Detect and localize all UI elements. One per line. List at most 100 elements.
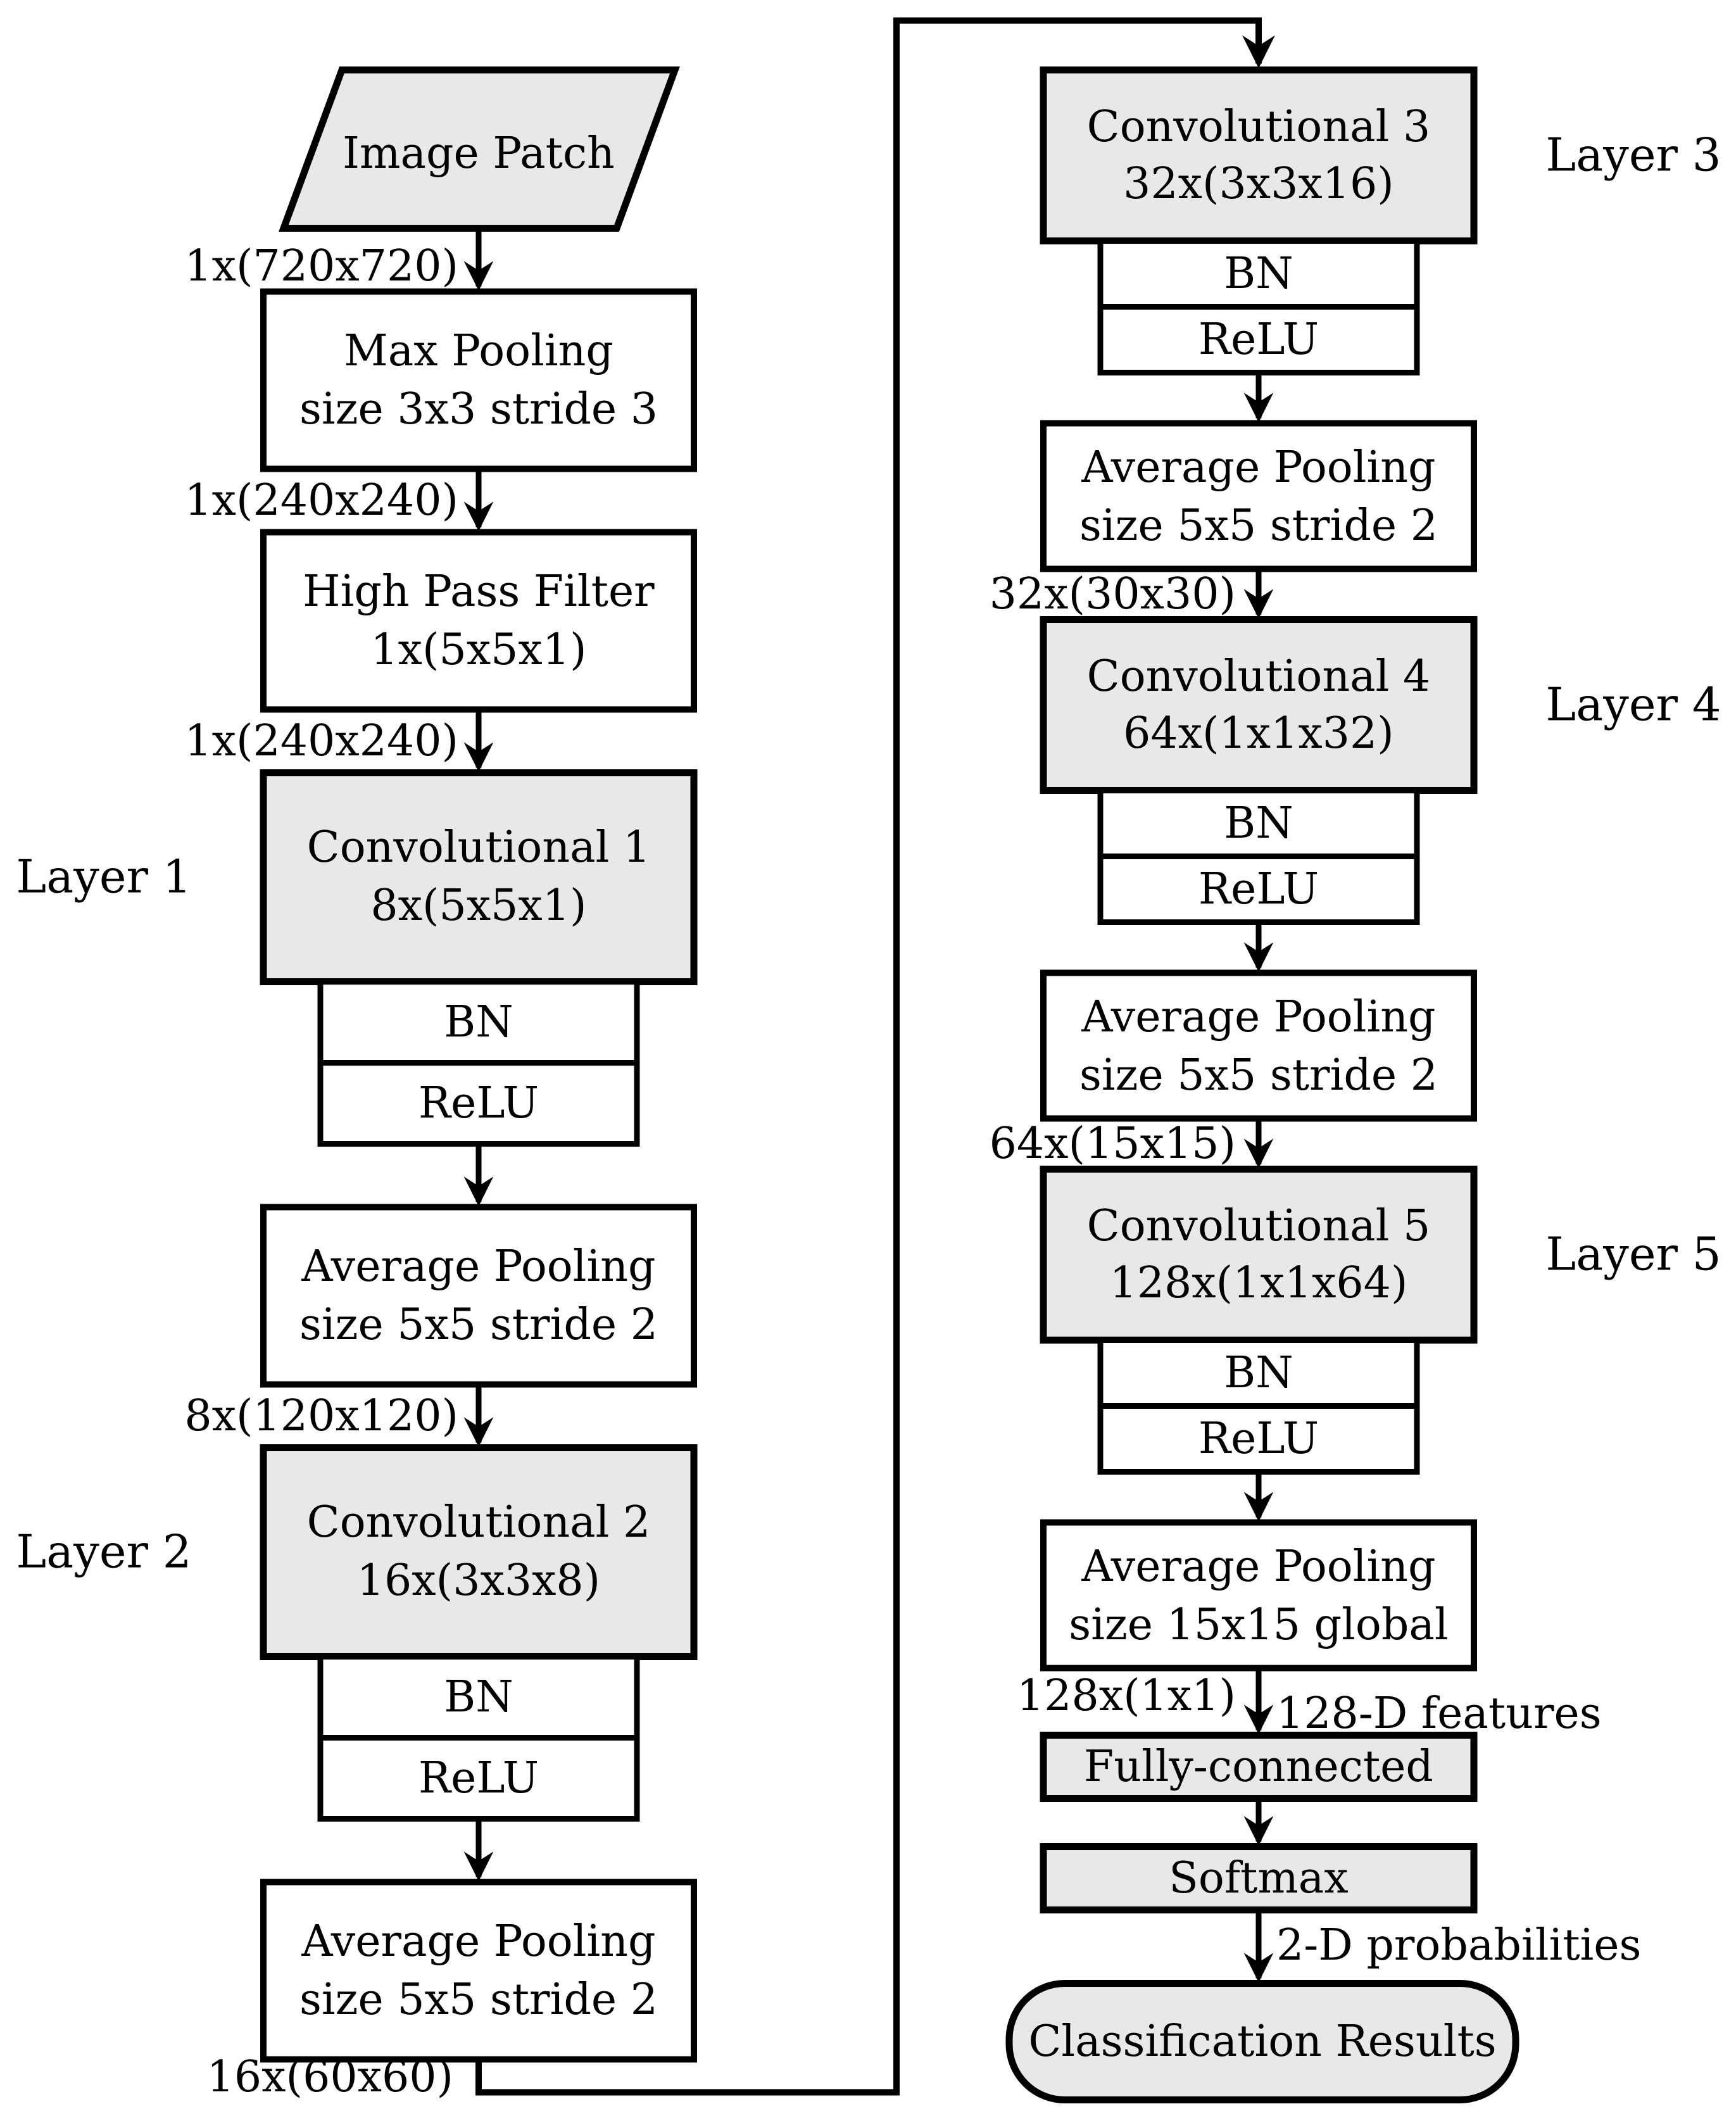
avg-pool-1-node: Average Pooling size 5x5 stride 2 (260, 1204, 697, 1388)
layer-4-label: Layer 4 (1545, 678, 1721, 731)
avg-pool-3-line1: Average Pooling (1081, 443, 1435, 493)
conv5-box (1040, 1166, 1478, 1344)
conv3-relu-box (1097, 304, 1420, 375)
max-pooling-box (260, 288, 697, 472)
avg-pool-3-line2: size 5x5 stride 2 (1079, 501, 1438, 551)
conv5-bn-node: BN (1097, 1337, 1420, 1409)
conv4-bn-label: BN (1224, 798, 1293, 848)
layer-2-label: Layer 2 (16, 1525, 191, 1578)
conv1-box (260, 769, 698, 985)
conv3-relu-node: ReLU (1097, 304, 1420, 375)
conv2-relu-label: ReLU (418, 1753, 539, 1803)
max-pooling-line2: size 3x3 stride 3 (299, 384, 658, 434)
conv1-line2: 8x(5x5x1) (370, 881, 586, 931)
conv1-bn-label: BN (444, 997, 513, 1047)
conv3-bn-node: BN (1097, 238, 1420, 310)
avg-pool-2-line2: size 5x5 stride 2 (299, 1975, 658, 2025)
conv3-line2: 32x(3x3x16) (1123, 159, 1394, 209)
conv5-line2: 128x(1x1x64) (1110, 1258, 1408, 1308)
conv3-line1: Convolutional 3 (1087, 102, 1431, 152)
edge-label-probabilities: 2-D probabilities (1276, 1920, 1641, 1970)
classification-results-label: Classification Results (1028, 2017, 1496, 2067)
softmax-label: Softmax (1169, 1853, 1348, 1903)
high-pass-filter-node: High Pass Filter 1x(5x5x1) (260, 529, 697, 713)
conv1-bn-node: BN (317, 979, 640, 1066)
conv5-node: Convolutional 5 128x(1x1x64) (1040, 1166, 1478, 1344)
conv4-line1: Convolutional 4 (1087, 652, 1431, 702)
edge-label-after-global-pool: 128x(1x1) (1017, 1671, 1236, 1721)
edge-label-after-maxpool: 1x(240x240) (184, 476, 458, 526)
conv4-line2: 64x(1x1x32) (1123, 709, 1394, 759)
conv4-node: Convolutional 4 64x(1x1x32) (1040, 616, 1478, 794)
conv3-bn-label: BN (1224, 249, 1293, 299)
avg-pool-1-line1: Average Pooling (301, 1242, 655, 1292)
avg-pool-4-node: Average Pooling size 5x5 stride 2 (1040, 969, 1477, 1122)
conv4-relu-label: ReLU (1198, 864, 1319, 914)
conv2-line2: 16x(3x3x8) (357, 1556, 600, 1606)
conv2-bn-node: BN (317, 1654, 640, 1741)
image-patch-label: Image Patch (343, 129, 615, 179)
image-patch-node: Image Patch (279, 66, 680, 232)
conv2-relu-node: ReLU (317, 1735, 640, 1822)
conv1-relu-box (317, 1060, 640, 1147)
conv2-bn-label: BN (444, 1672, 513, 1722)
conv3-relu-label: ReLU (1198, 315, 1319, 365)
avg-pool-3-node: Average Pooling size 5x5 stride 2 (1040, 420, 1477, 572)
high-pass-filter-line1: High Pass Filter (303, 567, 655, 617)
max-pooling-node: Max Pooling size 3x3 stride 3 (260, 288, 697, 472)
fully-connected-node: Fully-connected (1040, 1732, 1478, 1802)
conv5-line1: Convolutional 5 (1087, 1201, 1431, 1251)
avg-pool-2-box (260, 1879, 697, 2063)
conv2-box (260, 1444, 698, 1660)
avg-pool-2-node: Average Pooling size 5x5 stride 2 (260, 1879, 697, 2063)
avg-pool-4-line1: Average Pooling (1081, 992, 1435, 1042)
conv4-box (1040, 616, 1478, 794)
conv4-bn-node: BN (1097, 788, 1420, 859)
fully-connected-label: Fully-connected (1084, 1742, 1433, 1792)
conv1-line1: Convolutional 1 (307, 822, 651, 873)
avg-pool-1-box (260, 1204, 697, 1388)
image-patch-shape (279, 66, 680, 232)
conv2-node: Convolutional 2 16x(3x3x8) (260, 1444, 698, 1660)
global-avg-pool-line2: size 15x15 global (1069, 1600, 1448, 1650)
conv3-node: Convolutional 3 32x(3x3x16) (1040, 66, 1478, 244)
conv5-bn-label: BN (1224, 1348, 1293, 1398)
max-pooling-line1: Max Pooling (344, 326, 613, 376)
softmax-box (1040, 1843, 1478, 1913)
classification-results-shape (1005, 1980, 1519, 2103)
layer-1-label: Layer 1 (16, 850, 191, 904)
edge-label-after-hpf: 1x(240x240) (184, 716, 458, 766)
column-connector (475, 17, 1275, 2096)
conv3-box (1040, 66, 1478, 244)
high-pass-filter-line2: 1x(5x5x1) (370, 625, 586, 675)
avg-pool-4-line2: size 5x5 stride 2 (1079, 1050, 1438, 1100)
avg-pool-1-line2: size 5x5 stride 2 (299, 1300, 658, 1350)
global-avg-pool-box (1040, 1519, 1477, 1672)
conv5-relu-label: ReLU (1198, 1414, 1319, 1464)
avg-pool-2-line1: Average Pooling (301, 1917, 655, 1967)
edge-label-after-pool1: 8x(120x120) (184, 1391, 458, 1441)
conv4-bn-box (1097, 788, 1420, 859)
high-pass-filter-box (260, 529, 697, 713)
edge-label-input-size: 1x(720x720) (184, 241, 458, 291)
fully-connected-box (1040, 1732, 1478, 1802)
global-avg-pool-line1: Average Pooling (1081, 1542, 1435, 1592)
conv4-relu-node: ReLU (1097, 854, 1420, 925)
layer-3-label: Layer 3 (1545, 129, 1721, 182)
conv2-line1: Convolutional 2 (307, 1497, 651, 1547)
layer-5-label: Layer 5 (1545, 1228, 1721, 1281)
avg-pool-4-box (1040, 969, 1477, 1122)
edge-label-features: 128-D features (1276, 1689, 1602, 1739)
conv2-bn-box (317, 1654, 640, 1741)
classification-results-node: Classification Results (1005, 1980, 1519, 2103)
global-avg-pool-node: Average Pooling size 15x15 global (1040, 1519, 1477, 1672)
conv1-relu-label: ReLU (418, 1078, 539, 1128)
conv1-relu-node: ReLU (317, 1060, 640, 1147)
edge-label-after-pool4: 64x(15x15) (990, 1119, 1236, 1169)
edge-label-after-pool2: 16x(60x60) (207, 2052, 453, 2102)
conv3-bn-box (1097, 238, 1420, 310)
conv1-node: Convolutional 1 8x(5x5x1) (260, 769, 698, 985)
softmax-node: Softmax (1040, 1843, 1478, 1913)
